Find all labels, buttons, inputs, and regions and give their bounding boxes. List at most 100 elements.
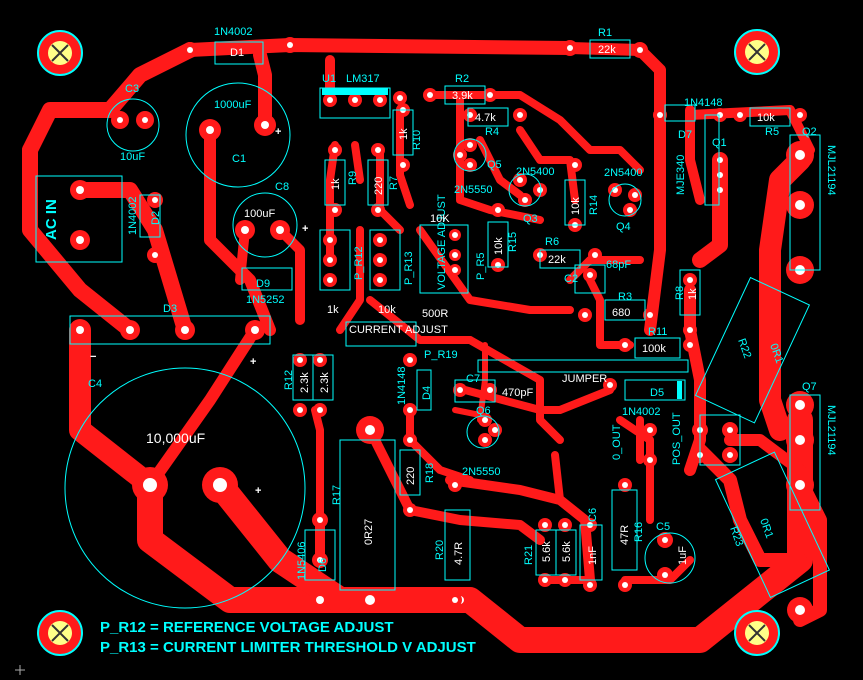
q6-outline bbox=[466, 415, 500, 449]
r16-outline bbox=[611, 489, 638, 571]
r22-label: R22 bbox=[735, 337, 753, 360]
r10-value-label: 1k bbox=[398, 128, 410, 140]
drill-hole bbox=[187, 47, 193, 53]
drill-hole bbox=[622, 582, 628, 588]
q2-outline bbox=[789, 134, 821, 271]
drill-hole bbox=[737, 112, 743, 118]
r11-value-label: 100k bbox=[642, 343, 666, 355]
pr13-label: P_R13 bbox=[403, 251, 415, 285]
jumper-label: JUMPER bbox=[562, 373, 607, 385]
d7-part-label: 1N4148 bbox=[684, 97, 723, 109]
c4-outline bbox=[64, 367, 306, 609]
c8-outline bbox=[232, 192, 298, 258]
drill-hole bbox=[607, 382, 613, 388]
jumper-outline bbox=[477, 359, 689, 373]
c8-plus-mark: + bbox=[302, 223, 308, 235]
d5-band bbox=[677, 381, 682, 399]
drill-hole bbox=[327, 97, 333, 103]
c4-value-label: 10,000uF bbox=[146, 430, 205, 446]
drill-hole bbox=[795, 480, 805, 490]
r21-b-label: 5.6k bbox=[561, 541, 573, 562]
voltage-adjust-label: VOLTAGE ADJUST bbox=[436, 194, 448, 290]
r14-value-label: 10k bbox=[570, 197, 582, 215]
r20-label: R20 bbox=[434, 540, 446, 560]
drill-hole bbox=[662, 572, 668, 578]
drill-hole bbox=[522, 197, 528, 203]
drill-hole bbox=[317, 357, 323, 363]
r18-value-label: 220 bbox=[405, 467, 417, 485]
c2-outline bbox=[574, 264, 606, 294]
drill-hole bbox=[332, 147, 338, 153]
q2-part-label: MJL21194 bbox=[825, 145, 837, 196]
drill-hole bbox=[662, 537, 668, 543]
drill-hole bbox=[407, 357, 413, 363]
u1-tab bbox=[322, 88, 388, 95]
drill-hole bbox=[76, 326, 84, 334]
drill-hole bbox=[562, 522, 568, 528]
drill-hole bbox=[517, 112, 523, 118]
r16-value-label: 47R bbox=[619, 525, 631, 545]
drill-hole bbox=[400, 162, 406, 168]
drill-hole bbox=[317, 407, 323, 413]
r5-outline bbox=[749, 107, 791, 127]
u1-part-label: LM317 bbox=[346, 73, 380, 85]
drill-hole bbox=[587, 582, 593, 588]
pr12-outline bbox=[319, 229, 351, 291]
drill-hole bbox=[76, 186, 84, 194]
d4-label: D4 bbox=[421, 386, 433, 400]
r8-label: R8 bbox=[674, 286, 686, 300]
drill-hole bbox=[717, 187, 723, 193]
q7-part-label: MJL21194 bbox=[825, 405, 837, 456]
r18-label: R18 bbox=[424, 463, 436, 483]
c2-label: C2 bbox=[564, 273, 578, 285]
drill-hole bbox=[327, 257, 333, 263]
c8-value-label: 100uF bbox=[244, 208, 275, 220]
r17-value-label: 0R27 bbox=[363, 519, 375, 545]
drill-hole bbox=[375, 147, 381, 153]
mount-hole-tl bbox=[37, 30, 83, 76]
d6-part-label: 1N5406 bbox=[296, 541, 308, 580]
r15-value-label: 10k bbox=[493, 237, 505, 255]
q7-outline bbox=[789, 394, 821, 511]
drill-hole bbox=[327, 277, 333, 283]
pos-out-label: POS_OUT bbox=[671, 412, 683, 465]
r7-value-label: 220 bbox=[373, 177, 385, 195]
note-line-2: P_R13 = CURRENT LIMITER THRESHOLD V ADJU… bbox=[100, 639, 476, 656]
r8-outline bbox=[679, 269, 701, 316]
c6-outline bbox=[579, 524, 603, 581]
q1-part-label: MJE340 bbox=[675, 155, 687, 195]
drill-hole bbox=[657, 112, 663, 118]
drill-hole bbox=[487, 387, 493, 393]
drill-hole bbox=[452, 232, 458, 238]
pr12-value-label: 1k bbox=[327, 304, 339, 316]
r12-a-label: 2.3k bbox=[299, 372, 311, 393]
r10-label: R10 bbox=[411, 130, 423, 150]
silkscreen-labels: 1N4002 D1 1000uF C1 C3 10uF U1 LM317 R2 … bbox=[43, 26, 837, 656]
pr19-label: P_R19 bbox=[424, 349, 458, 361]
c3-label: C3 bbox=[125, 83, 139, 95]
silkscreen-outlines bbox=[15, 29, 831, 675]
pr5-label: P_R5 bbox=[475, 252, 487, 280]
drill-hole bbox=[377, 277, 383, 283]
q1-label: Q1 bbox=[712, 137, 727, 149]
drill-hole bbox=[795, 200, 805, 210]
c1-outline bbox=[185, 82, 291, 188]
r11-label: R11 bbox=[648, 326, 667, 338]
d7-outline bbox=[664, 104, 696, 122]
drill-hole bbox=[427, 92, 433, 98]
pr13-value-label: 10k bbox=[378, 304, 396, 316]
ac-in-outline bbox=[35, 175, 123, 263]
drill-hole bbox=[126, 326, 134, 334]
copper-traces bbox=[22, 38, 827, 653]
d6-outline bbox=[304, 529, 336, 581]
drill-hole bbox=[797, 112, 803, 118]
drill-hole bbox=[407, 407, 413, 413]
d5-outline bbox=[624, 379, 686, 401]
r3-label: R3 bbox=[618, 291, 632, 303]
q5-part-label: 2N5550 bbox=[454, 184, 493, 196]
r1-value-label: 22k bbox=[598, 44, 616, 56]
drill-hole bbox=[332, 207, 338, 213]
drill-hole bbox=[407, 507, 413, 513]
d9-outline bbox=[241, 267, 293, 291]
